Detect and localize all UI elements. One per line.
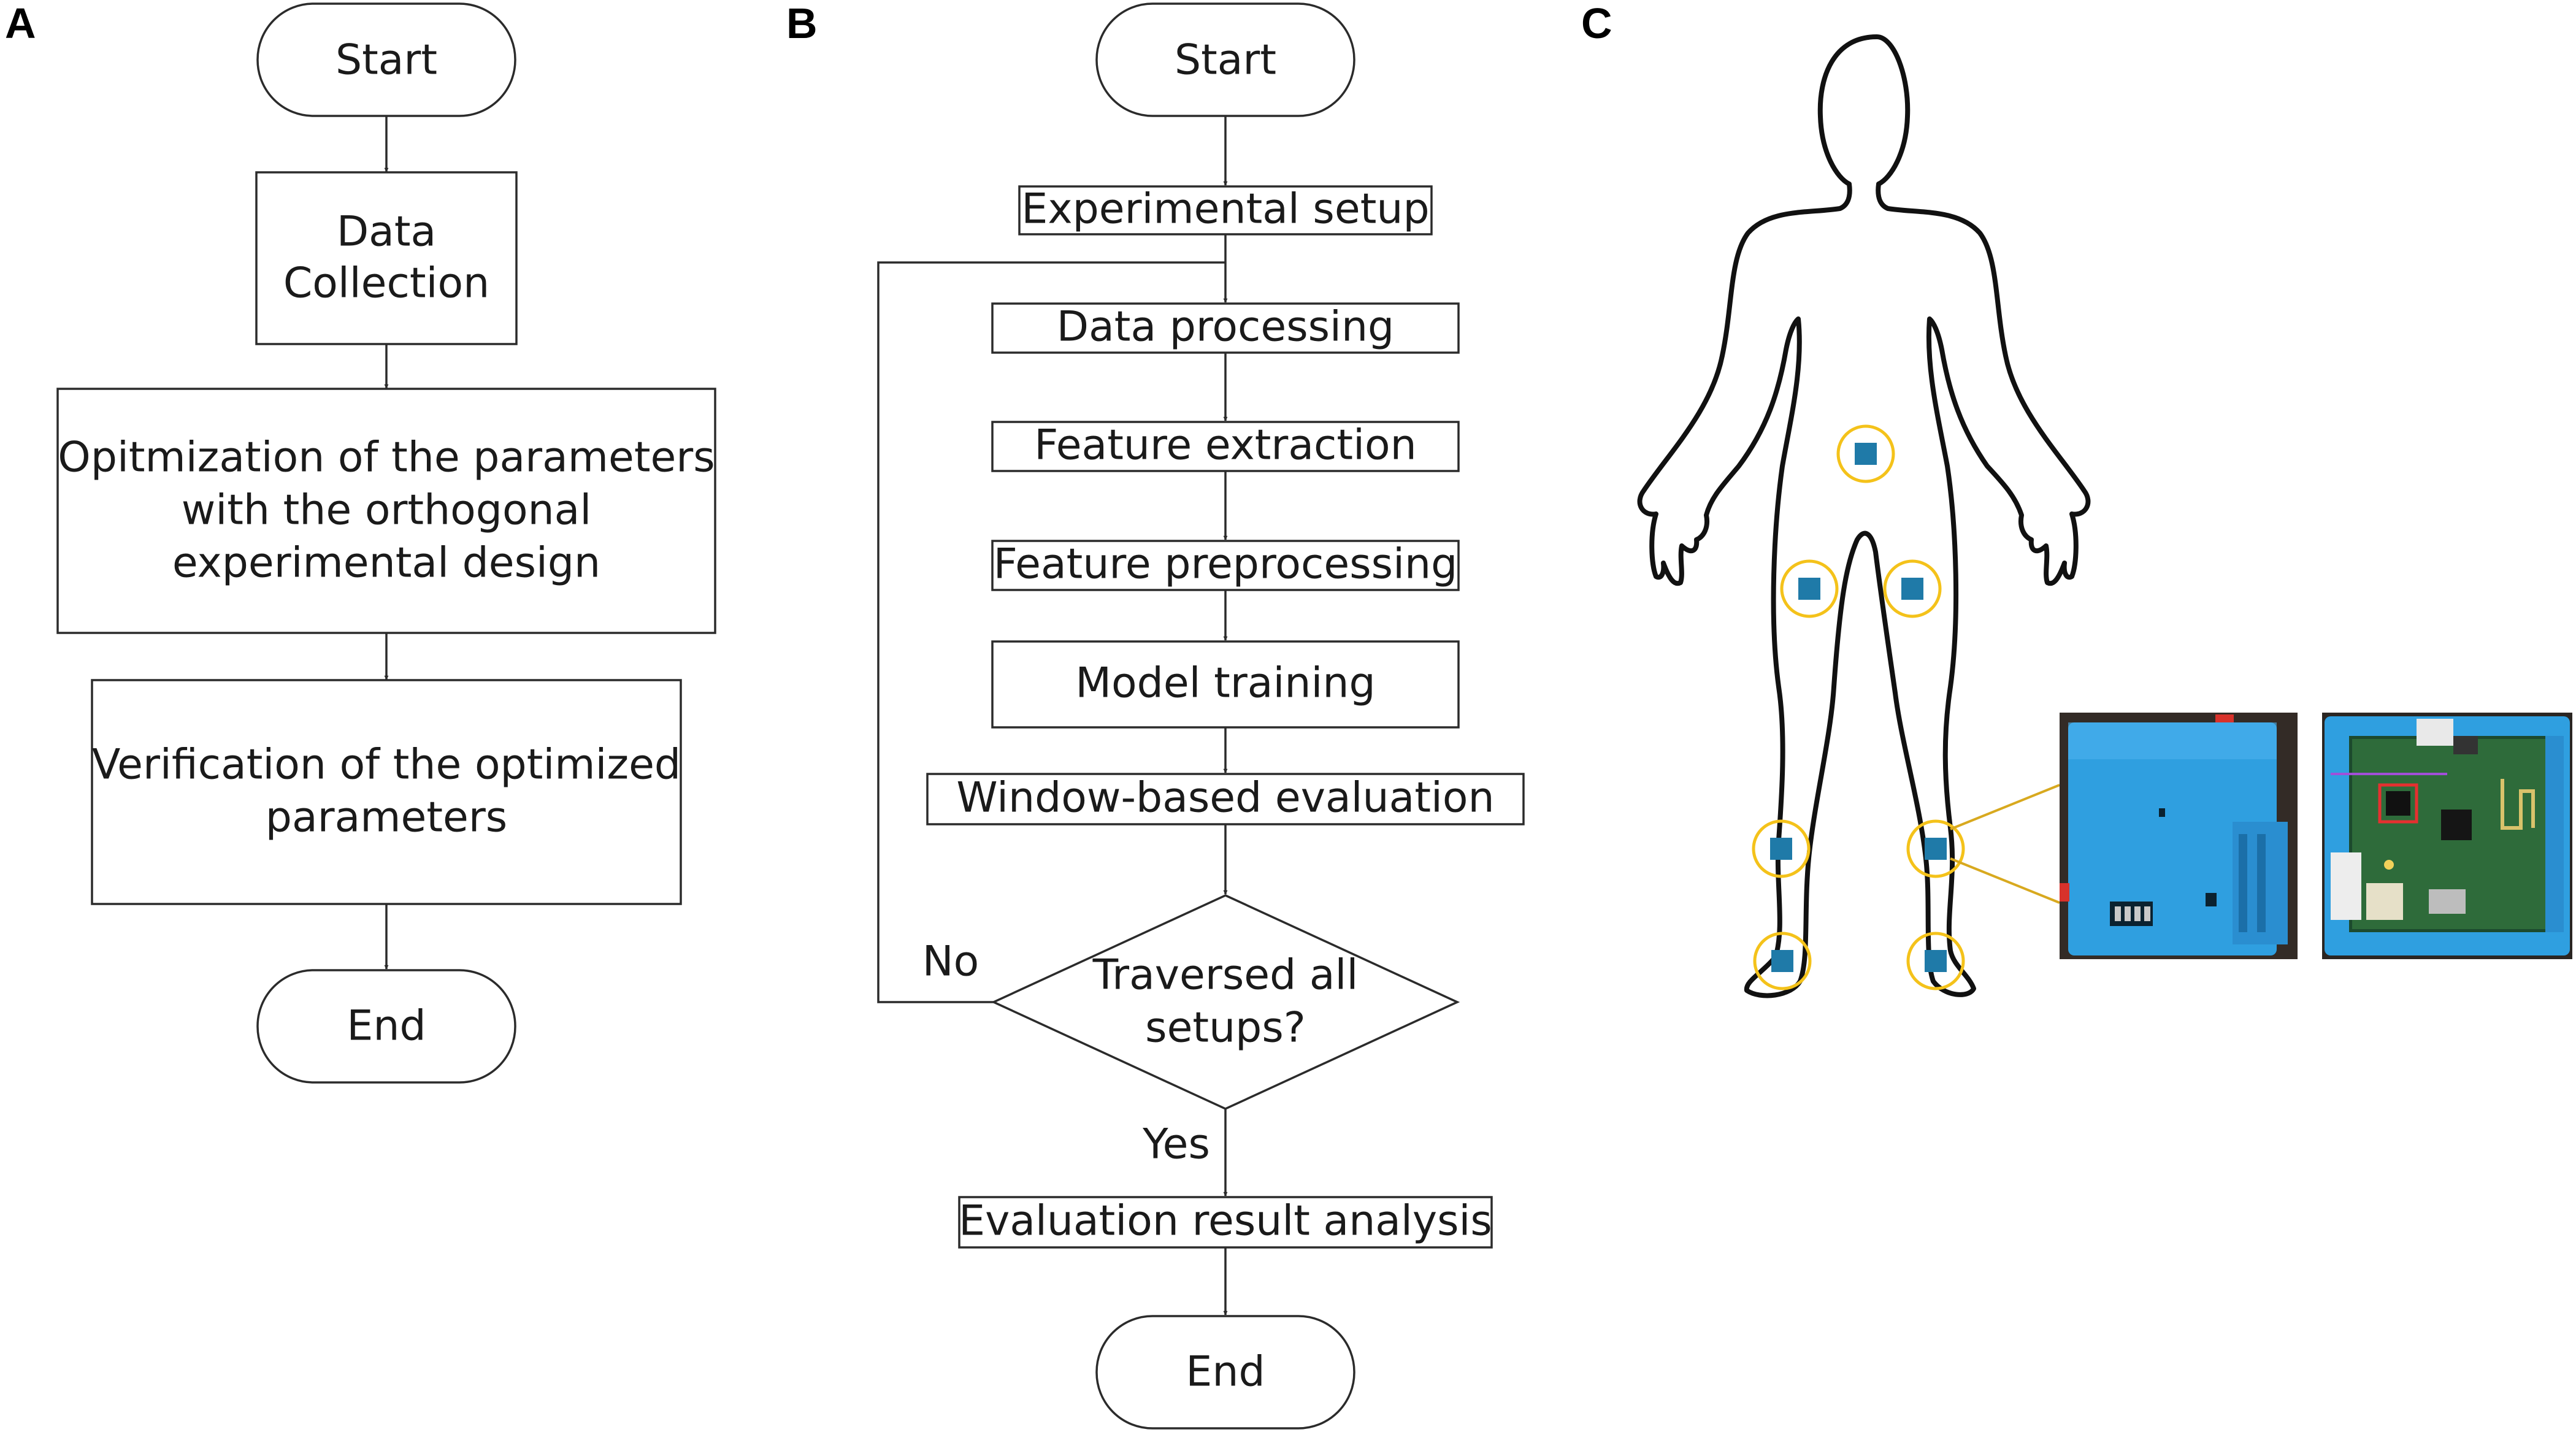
panel-a-letter: A <box>5 0 36 47</box>
b-result-analysis-label: Evaluation result analysis <box>959 1197 1492 1246</box>
a-start-node: Start <box>256 2 516 117</box>
b-data-processing-node: Data processing <box>991 302 1460 354</box>
b-yes-label: Yes <box>1142 1120 1210 1169</box>
b-loop-back-edge <box>877 261 1225 1003</box>
b-experimental-setup-node: Experimental setup <box>1018 185 1433 235</box>
b-model-training-label: Model training <box>1075 659 1375 708</box>
b-no-label: No <box>922 938 979 986</box>
b-result-analysis-node: Evaluation result analysis <box>958 1196 1493 1249</box>
panel-b: B Start Experimental setup Data processi… <box>786 0 1525 1430</box>
device-photo-closed <box>2060 713 2298 959</box>
panel-b-letter: B <box>786 0 818 47</box>
a-start-label: Start <box>335 36 437 85</box>
b-decision-line-2: setups? <box>1145 1004 1306 1052</box>
a-data-collection-line-1: Data <box>337 208 436 256</box>
b-feature-extraction-label: Feature extraction <box>1034 421 1416 470</box>
device-photo-open <box>2322 713 2572 959</box>
sensor-right-thigh <box>1780 559 1839 618</box>
photo-separator <box>2298 713 2322 959</box>
human-body-outline <box>1637 34 2091 998</box>
b-end-node: End <box>1095 1315 1355 1430</box>
a-data-collection-line-2: Collection <box>283 259 489 308</box>
b-decision-node: Traversed all setups? <box>991 894 1460 1110</box>
panel-c-letter: C <box>1581 0 1612 47</box>
b-model-training-node: Model training <box>991 640 1460 729</box>
sensor-left-thigh <box>1883 559 1942 618</box>
a-verification-line-1: Verification of the optimized <box>92 741 681 789</box>
b-end-label: End <box>1186 1348 1265 1396</box>
panel-a: A Start Data Collection Opitmization of … <box>5 0 716 1084</box>
a-optimization-node: Opitmization of the parameters with the … <box>56 388 716 634</box>
b-feature-preprocessing-label: Feature preprocessing <box>994 540 1458 589</box>
a-verification-line-2: parameters <box>266 794 507 842</box>
panel-c: C <box>1581 0 2572 998</box>
a-optimization-line-2: with the orthogonal <box>182 486 591 535</box>
a-optimization-line-1: Opitmization of the parameters <box>58 434 715 482</box>
a-optimization-line-3: experimental design <box>172 539 600 588</box>
b-start-label: Start <box>1175 36 1276 85</box>
b-decision-line-1: Traversed all <box>1092 951 1359 1000</box>
callout-line-bottom <box>1950 857 2060 904</box>
a-verification-node: Verification of the optimized parameters <box>91 679 682 905</box>
sensor-left-shank <box>1906 819 1965 878</box>
sensor-right-shank <box>1752 819 1811 878</box>
sensor-left-foot <box>1906 932 1965 990</box>
b-start-node: Start <box>1095 2 1355 117</box>
b-window-evaluation-node: Window-based evaluation <box>926 773 1525 825</box>
b-feature-preprocessing-node: Feature preprocessing <box>991 540 1460 591</box>
b-feature-extraction-node: Feature extraction <box>991 421 1460 472</box>
callout-line-top <box>1950 784 2060 830</box>
sensor-pelvis <box>1836 424 1895 483</box>
b-experimental-setup-label: Experimental setup <box>1021 185 1429 234</box>
a-end-label: End <box>347 1002 426 1051</box>
b-window-evaluation-label: Window-based evaluation <box>956 774 1494 822</box>
sensor-right-foot <box>1753 932 1812 990</box>
a-data-collection-node: Data Collection <box>255 171 518 345</box>
a-end-node: End <box>256 969 516 1084</box>
b-data-processing-label: Data processing <box>1057 303 1394 351</box>
